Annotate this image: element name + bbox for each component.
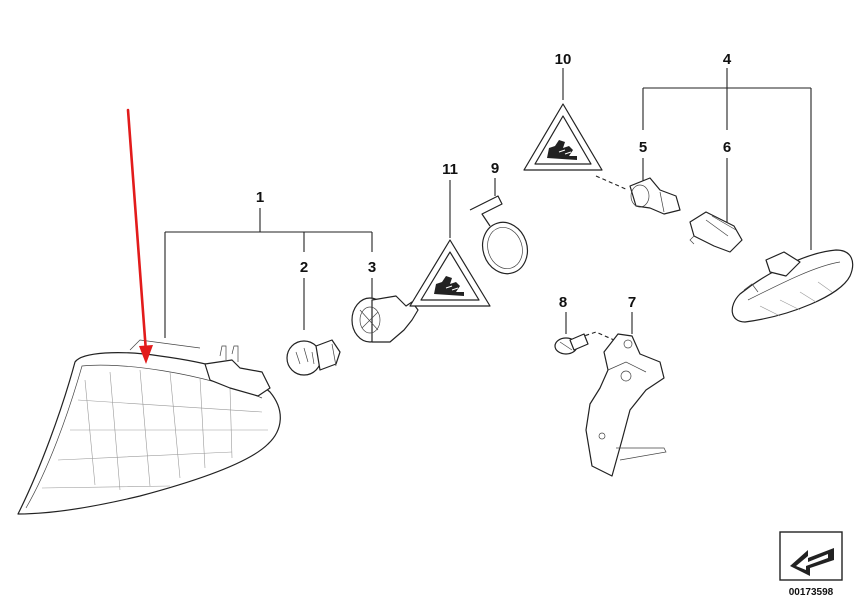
hand-warning-icon: [434, 276, 464, 296]
screw-8: [554, 333, 589, 355]
spring-clip-9: [469, 195, 529, 275]
pointer-arrow: [126, 108, 153, 364]
warning-triangle-11: [409, 239, 491, 307]
leader-lines: [164, 68, 812, 341]
reference-number: 00173598: [789, 587, 834, 598]
callout-1: 1: [256, 189, 264, 206]
reference-badge: 00173598: [779, 531, 843, 598]
callout-5: 5: [639, 139, 647, 156]
warning-triangle-10: [523, 103, 603, 171]
callout-10: 10: [555, 51, 572, 68]
bulb-2: [286, 339, 341, 376]
bracket-7: [585, 333, 667, 477]
callout-8: 8: [559, 294, 567, 311]
bulb-socket-3: [351, 295, 419, 343]
bulb-socket-5: [629, 177, 681, 215]
callout-3: 3: [368, 259, 376, 276]
callout-11: 11: [442, 161, 458, 178]
callout-6: 6: [723, 139, 731, 156]
hand-warning-icon: [547, 140, 577, 160]
turn-indicator-lens: [17, 339, 281, 515]
callout-2: 2: [300, 259, 308, 276]
callout-4: 4: [723, 51, 732, 68]
side-marker-light-4: [731, 249, 854, 323]
wedge-bulb-6: [689, 211, 743, 253]
direction-arrow-icon: [790, 548, 834, 576]
callout-9: 9: [491, 160, 499, 177]
callout-7: 7: [628, 294, 636, 311]
callout-labels: 1 2 3 4 5 6 7 8 9 10 11: [256, 51, 732, 311]
